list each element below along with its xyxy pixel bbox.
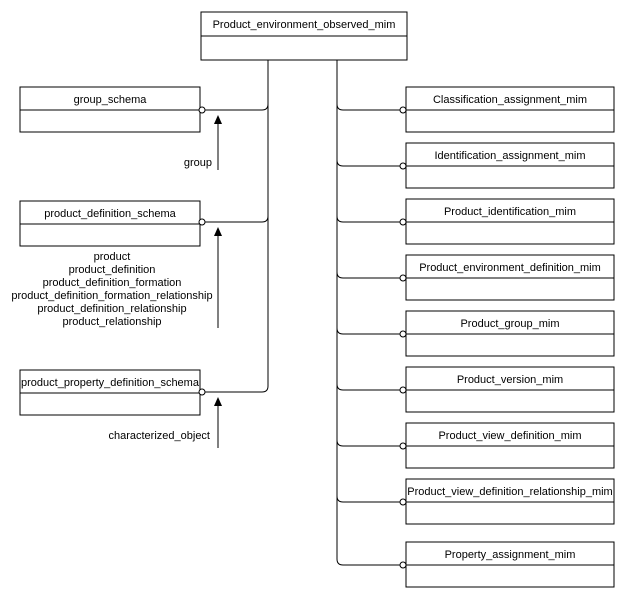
import-label-product-relationship: product_relationship [62,316,161,328]
main-schema-box: Product_environment_observed_mim [200,11,408,61]
right-connector-circle-classification [399,106,407,114]
right-schema-title: Product_version_mim [457,374,563,386]
right-schema-classification: Classification_assignment_mim [405,86,615,133]
right-schema-product-identification: Product_identification_mim [405,198,615,245]
product-property-connector-circle [198,388,206,396]
left-schema-product-property-definition: product_property_definition_schema [19,369,201,416]
import-label-group: group [184,157,212,169]
import-label-product-definition: product_definition [69,264,156,276]
import-label-product-definition-relationship: product_definition_relationship [37,303,186,315]
group-schema-connector-circle [198,106,206,114]
right-connectors [336,60,407,569]
right-connector-circle-product-view-definition [399,442,407,450]
right-connector-circle-product-view-definition-relationship [399,498,407,506]
right-schema-title: Product_identification_mim [444,206,576,218]
right-connector-circle-product-environment-definition [399,274,407,282]
right-schema-title: Identification_assignment_mim [434,150,585,162]
right-connector-circle-identification [399,162,407,170]
product-definition-connector-circle [198,218,206,226]
right-connector-circle-product-version [399,386,407,394]
right-schema-title: Product_group_mim [460,318,559,330]
main-schema-title: Product_environment_observed_mim [213,19,396,31]
right-connector-circle-product-identification [399,218,407,226]
right-schema-title: Product_view_definition_relationship_mim [407,486,612,498]
right-schema-title: Product_environment_definition_mim [419,262,601,274]
left-schema-group: group_schema [19,86,201,133]
right-schema-product-environment-definition: Product_environment_definition_mim [405,254,615,301]
import-label-product-definition-formation: product_definition_formation [43,277,182,289]
right-schema-property-assignment: Property_assignment_mim [405,541,615,588]
right-schema-product-view-definition: Product_view_definition_mim [405,422,615,469]
product-definition-schema-title: product_definition_schema [44,208,176,220]
group-schema-title: group_schema [74,94,148,106]
import-label-product: product [94,251,131,263]
import-label-characterized-object: characterized_object [108,430,210,442]
product-property-definition-schema-title: product_property_definition_schema [21,377,200,389]
right-schema-product-view-definition-relationship: Product_view_definition_relationship_mim [405,478,615,525]
import-labels: group product product_definition product… [11,157,212,442]
left-schema-product-definition: product_definition_schema [19,200,201,247]
right-schema-identification: Identification_assignment_mim [405,142,615,189]
right-schema-title: Product_view_definition_mim [438,430,581,442]
right-connector-circle-product-group [399,330,407,338]
right-schema-product-group: Product_group_mim [405,310,615,357]
left-connectors [198,60,269,396]
right-schema-title: Classification_assignment_mim [433,94,587,106]
right-connector-circle-property-assignment [399,561,407,569]
right-schema-product-version: Product_version_mim [405,366,615,413]
right-schema-title: Property_assignment_mim [445,549,576,561]
import-label-product-definition-formation-relationship: product_definition_formation_relationshi… [11,290,212,302]
